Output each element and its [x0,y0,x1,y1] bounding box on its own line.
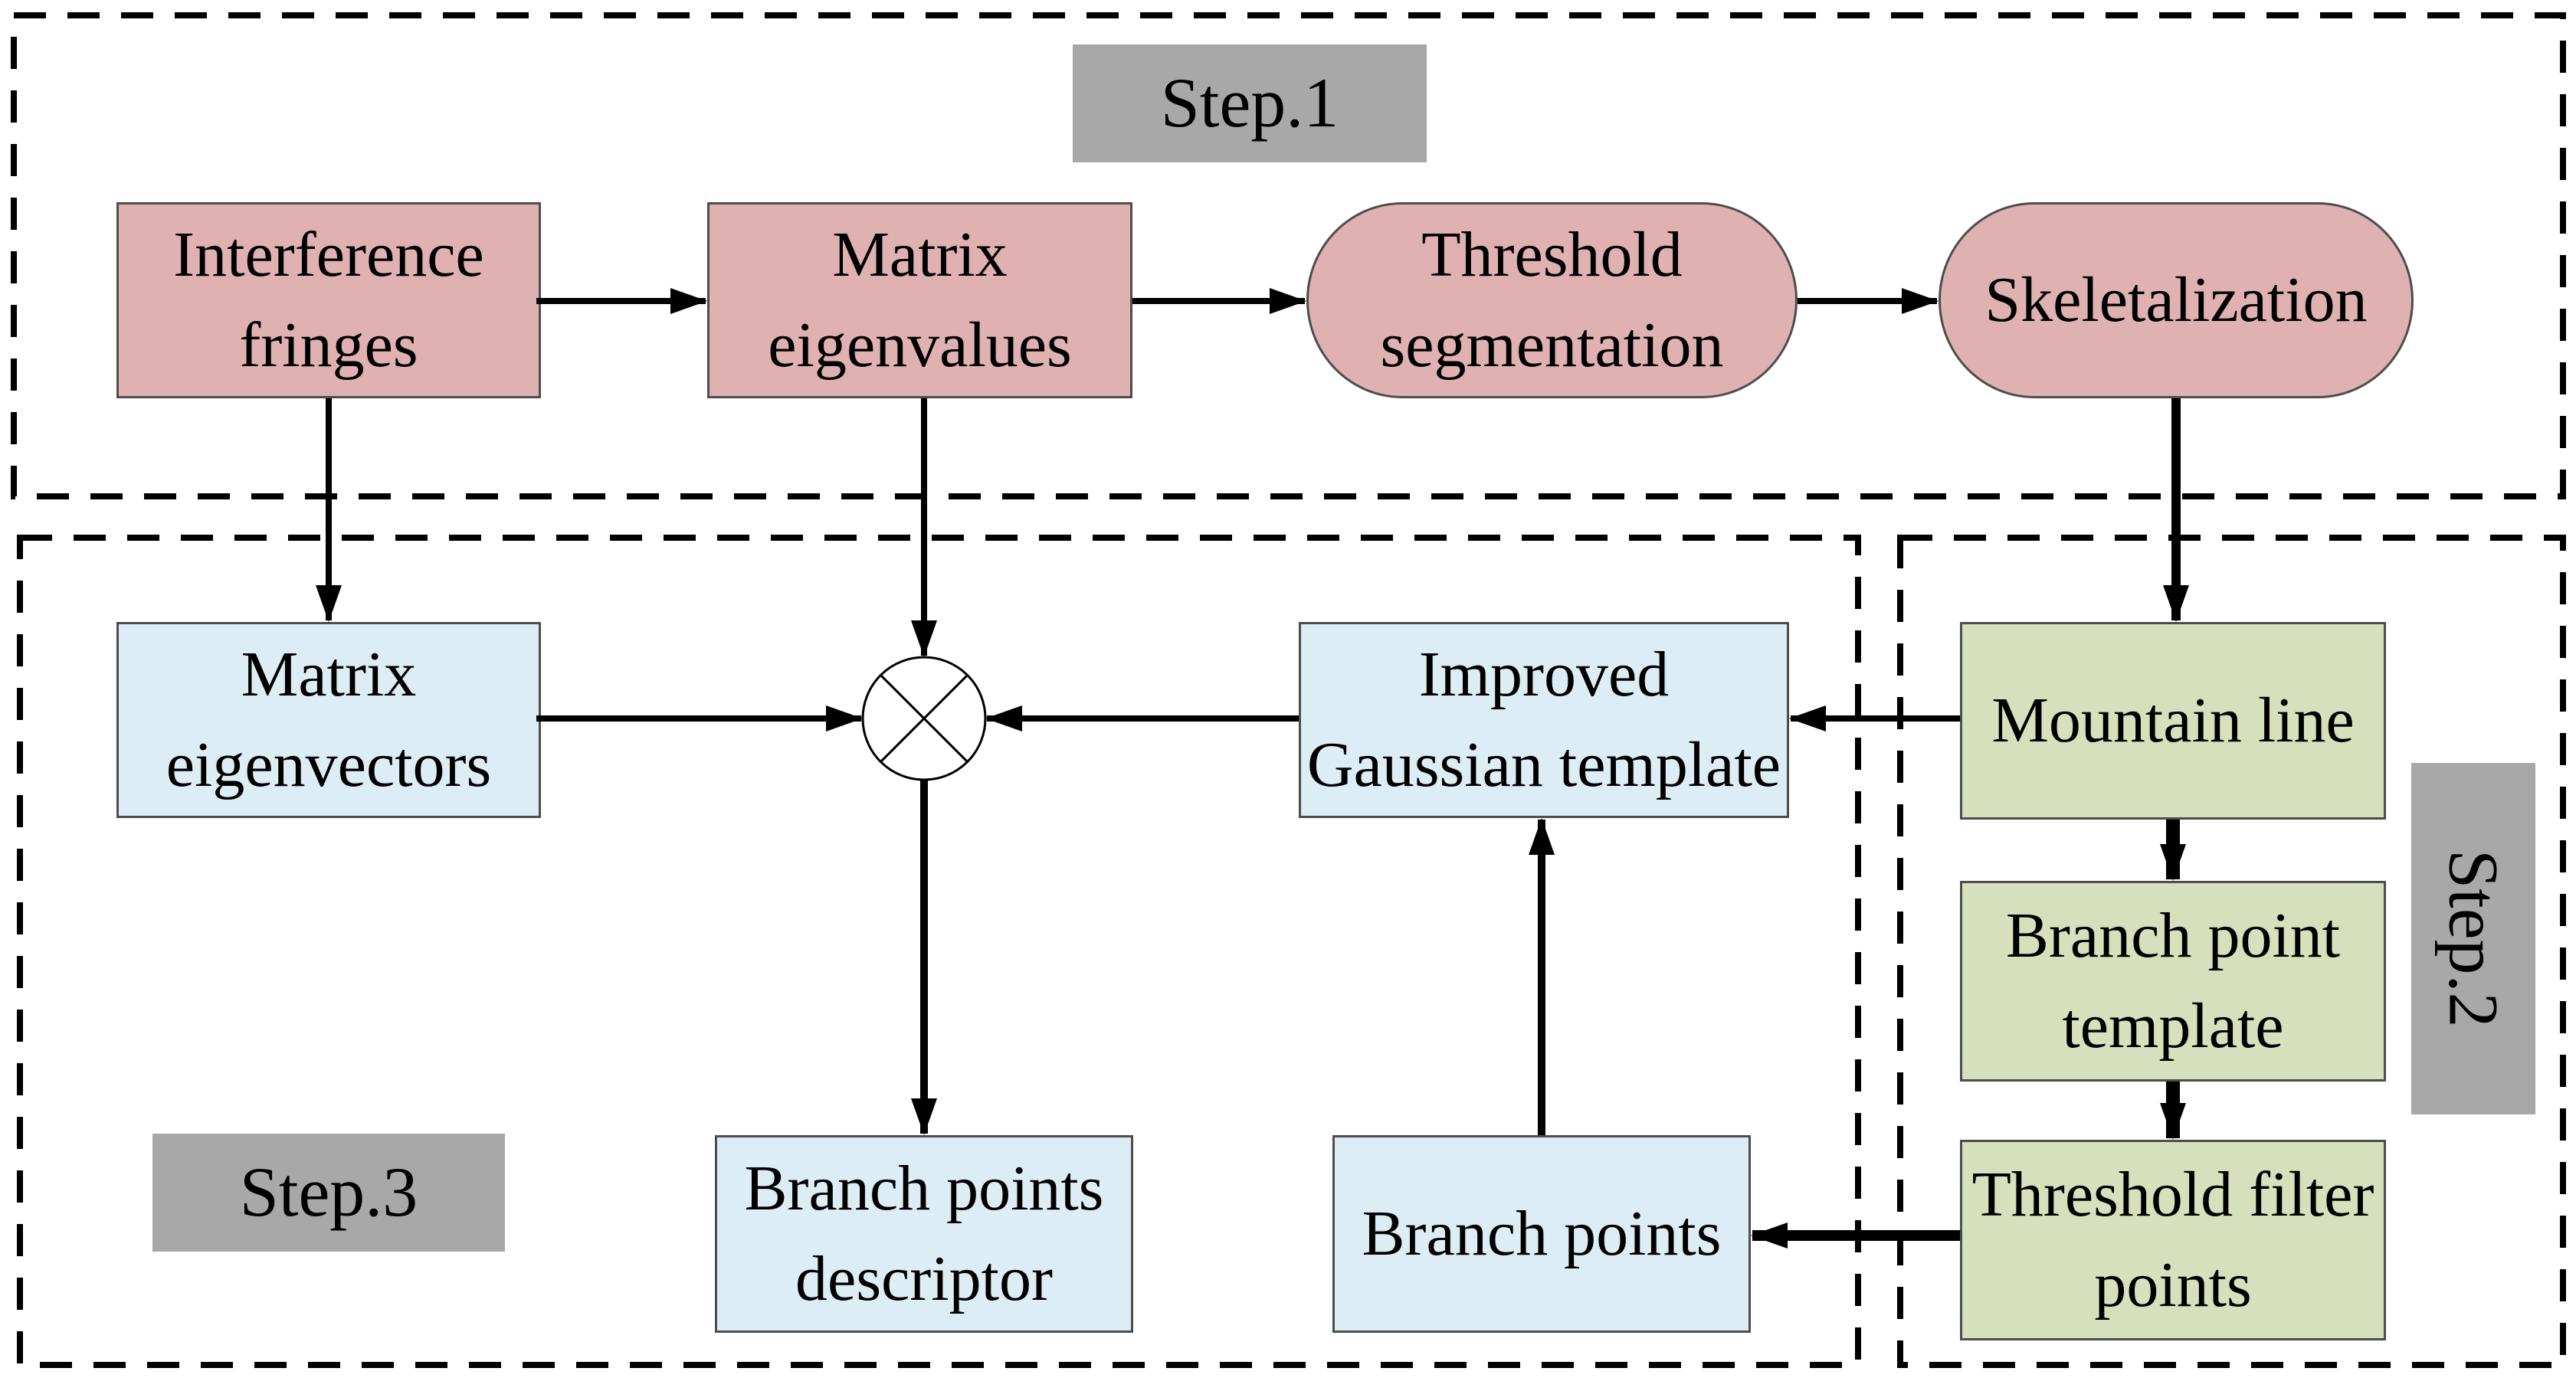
node-matrix-eigenvectors: Matrix eigenvectors [116,622,541,818]
node-threshold-filter-points: Threshold filter points [1960,1140,2386,1340]
node-branch-points-descriptor: Branch points descriptor [715,1135,1133,1333]
node-mountain-line: Mountain line [1960,622,2386,820]
node-branch-point-template: Branch point template [1960,881,2386,1082]
node-threshold-segmentation: Threshold segmentation [1306,202,1798,398]
node-skeletalization: Skeletalization [1939,202,2414,398]
node-branch-points: Branch points [1332,1135,1751,1333]
step2-label: Step.2 [2411,763,2535,1114]
node-interference-fringes: Interference fringes [116,202,541,398]
node-matrix-eigenvalues: Matrix eigenvalues [707,202,1132,398]
node-improved-gaussian-template: Improved Gaussian template [1299,622,1789,818]
step3-label: Step.3 [152,1134,505,1252]
step1-label: Step.1 [1073,44,1427,162]
combine-operator-icon [861,656,987,781]
